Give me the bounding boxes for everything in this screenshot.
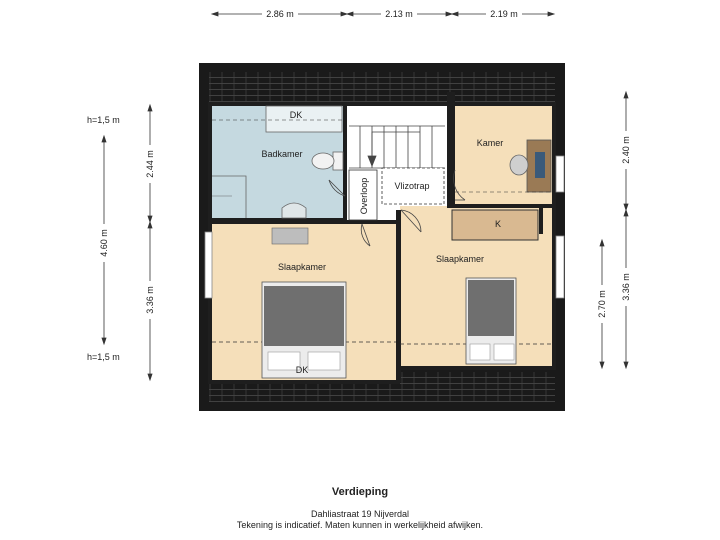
toilet bbox=[311, 151, 344, 171]
roof-tiles-top bbox=[209, 72, 555, 102]
dim-top-3: 2.19 m bbox=[490, 9, 518, 19]
height-label-bottom: h=1,5 m bbox=[87, 352, 120, 362]
bed-right bbox=[465, 277, 517, 365]
dim-left-total: 4.60 m bbox=[99, 229, 109, 257]
dim-left-upper: 2.44 m bbox=[145, 150, 155, 178]
floor-title: Verdieping bbox=[331, 486, 389, 498]
disclaimer-text: Tekening is indicatief. Maten kunnen in … bbox=[236, 520, 484, 530]
dim-top-2: 2.13 m bbox=[385, 9, 413, 19]
loft-hatch bbox=[381, 167, 445, 205]
dim-left-lower: 3.36 m bbox=[145, 286, 155, 314]
bathtub bbox=[265, 105, 343, 133]
windows bbox=[204, 155, 565, 299]
cabinet-k bbox=[451, 209, 539, 241]
height-label-top: h=1,5 m bbox=[87, 115, 120, 125]
shower bbox=[212, 175, 247, 218]
dim-right-upper: 2.40 m bbox=[621, 136, 631, 164]
bed-left bbox=[261, 227, 347, 379]
washbasin bbox=[281, 202, 307, 219]
label-kast: K bbox=[495, 219, 501, 229]
dim-right-lower: 3.36 m bbox=[621, 273, 631, 301]
label-badkamer: Badkamer bbox=[261, 149, 302, 159]
label-badkamer-dk: DK bbox=[290, 110, 303, 120]
label-kamer: Kamer bbox=[477, 138, 504, 148]
label-vlizotrap: Vlizotrap bbox=[394, 181, 429, 191]
label-overloop: Overloop bbox=[359, 178, 369, 215]
label-slaapkamer-left: Slaapkamer bbox=[278, 262, 326, 272]
doors bbox=[328, 169, 466, 247]
label-slaapkamer-dk: DK bbox=[296, 365, 309, 375]
dim-right-inner: 2.70 m bbox=[597, 290, 607, 318]
address-text: Dahliastraat 19 Nijverdal bbox=[310, 509, 410, 519]
overloop-box bbox=[348, 169, 378, 221]
label-slaapkamer-right: Slaapkamer bbox=[436, 254, 484, 264]
dim-top-1: 2.86 m bbox=[266, 9, 294, 19]
